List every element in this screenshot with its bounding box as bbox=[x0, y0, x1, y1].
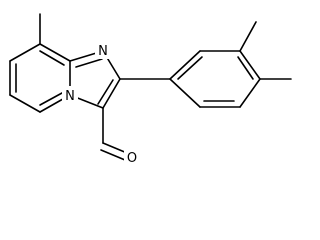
double-bond-inner bbox=[97, 79, 114, 105]
methyl-bond bbox=[239, 21, 257, 52]
atom-label-n-imine: N bbox=[98, 44, 108, 59]
bond bbox=[169, 50, 201, 80]
carbonyl-bond bbox=[102, 142, 128, 154]
atom-label-n-bridge: N bbox=[65, 89, 75, 104]
carbonyl-bond-inner bbox=[100, 149, 126, 161]
atom-label-bg bbox=[95, 41, 111, 59]
double-bond-inner bbox=[39, 92, 63, 106]
molecule-structure: N N O bbox=[9, 13, 292, 166]
atom-label-o-carbonyl: O bbox=[127, 151, 137, 166]
double-bond-inner bbox=[39, 50, 65, 66]
atom-label-bg bbox=[124, 148, 141, 166]
bond bbox=[9, 43, 41, 62]
bond bbox=[102, 78, 121, 109]
diagram-canvas: N N O bbox=[9, 13, 292, 166]
double-bond-inner bbox=[177, 56, 203, 80]
atom-label-bg bbox=[62, 86, 78, 104]
bond bbox=[239, 78, 261, 108]
bond bbox=[39, 43, 71, 62]
double-bond-inner bbox=[75, 58, 103, 68]
bond bbox=[239, 50, 261, 80]
pyridine-ring bbox=[9, 43, 71, 113]
bond bbox=[9, 94, 41, 113]
bond bbox=[169, 78, 201, 108]
double-bond-inner bbox=[237, 56, 254, 80]
phenyl-ring bbox=[169, 50, 261, 108]
